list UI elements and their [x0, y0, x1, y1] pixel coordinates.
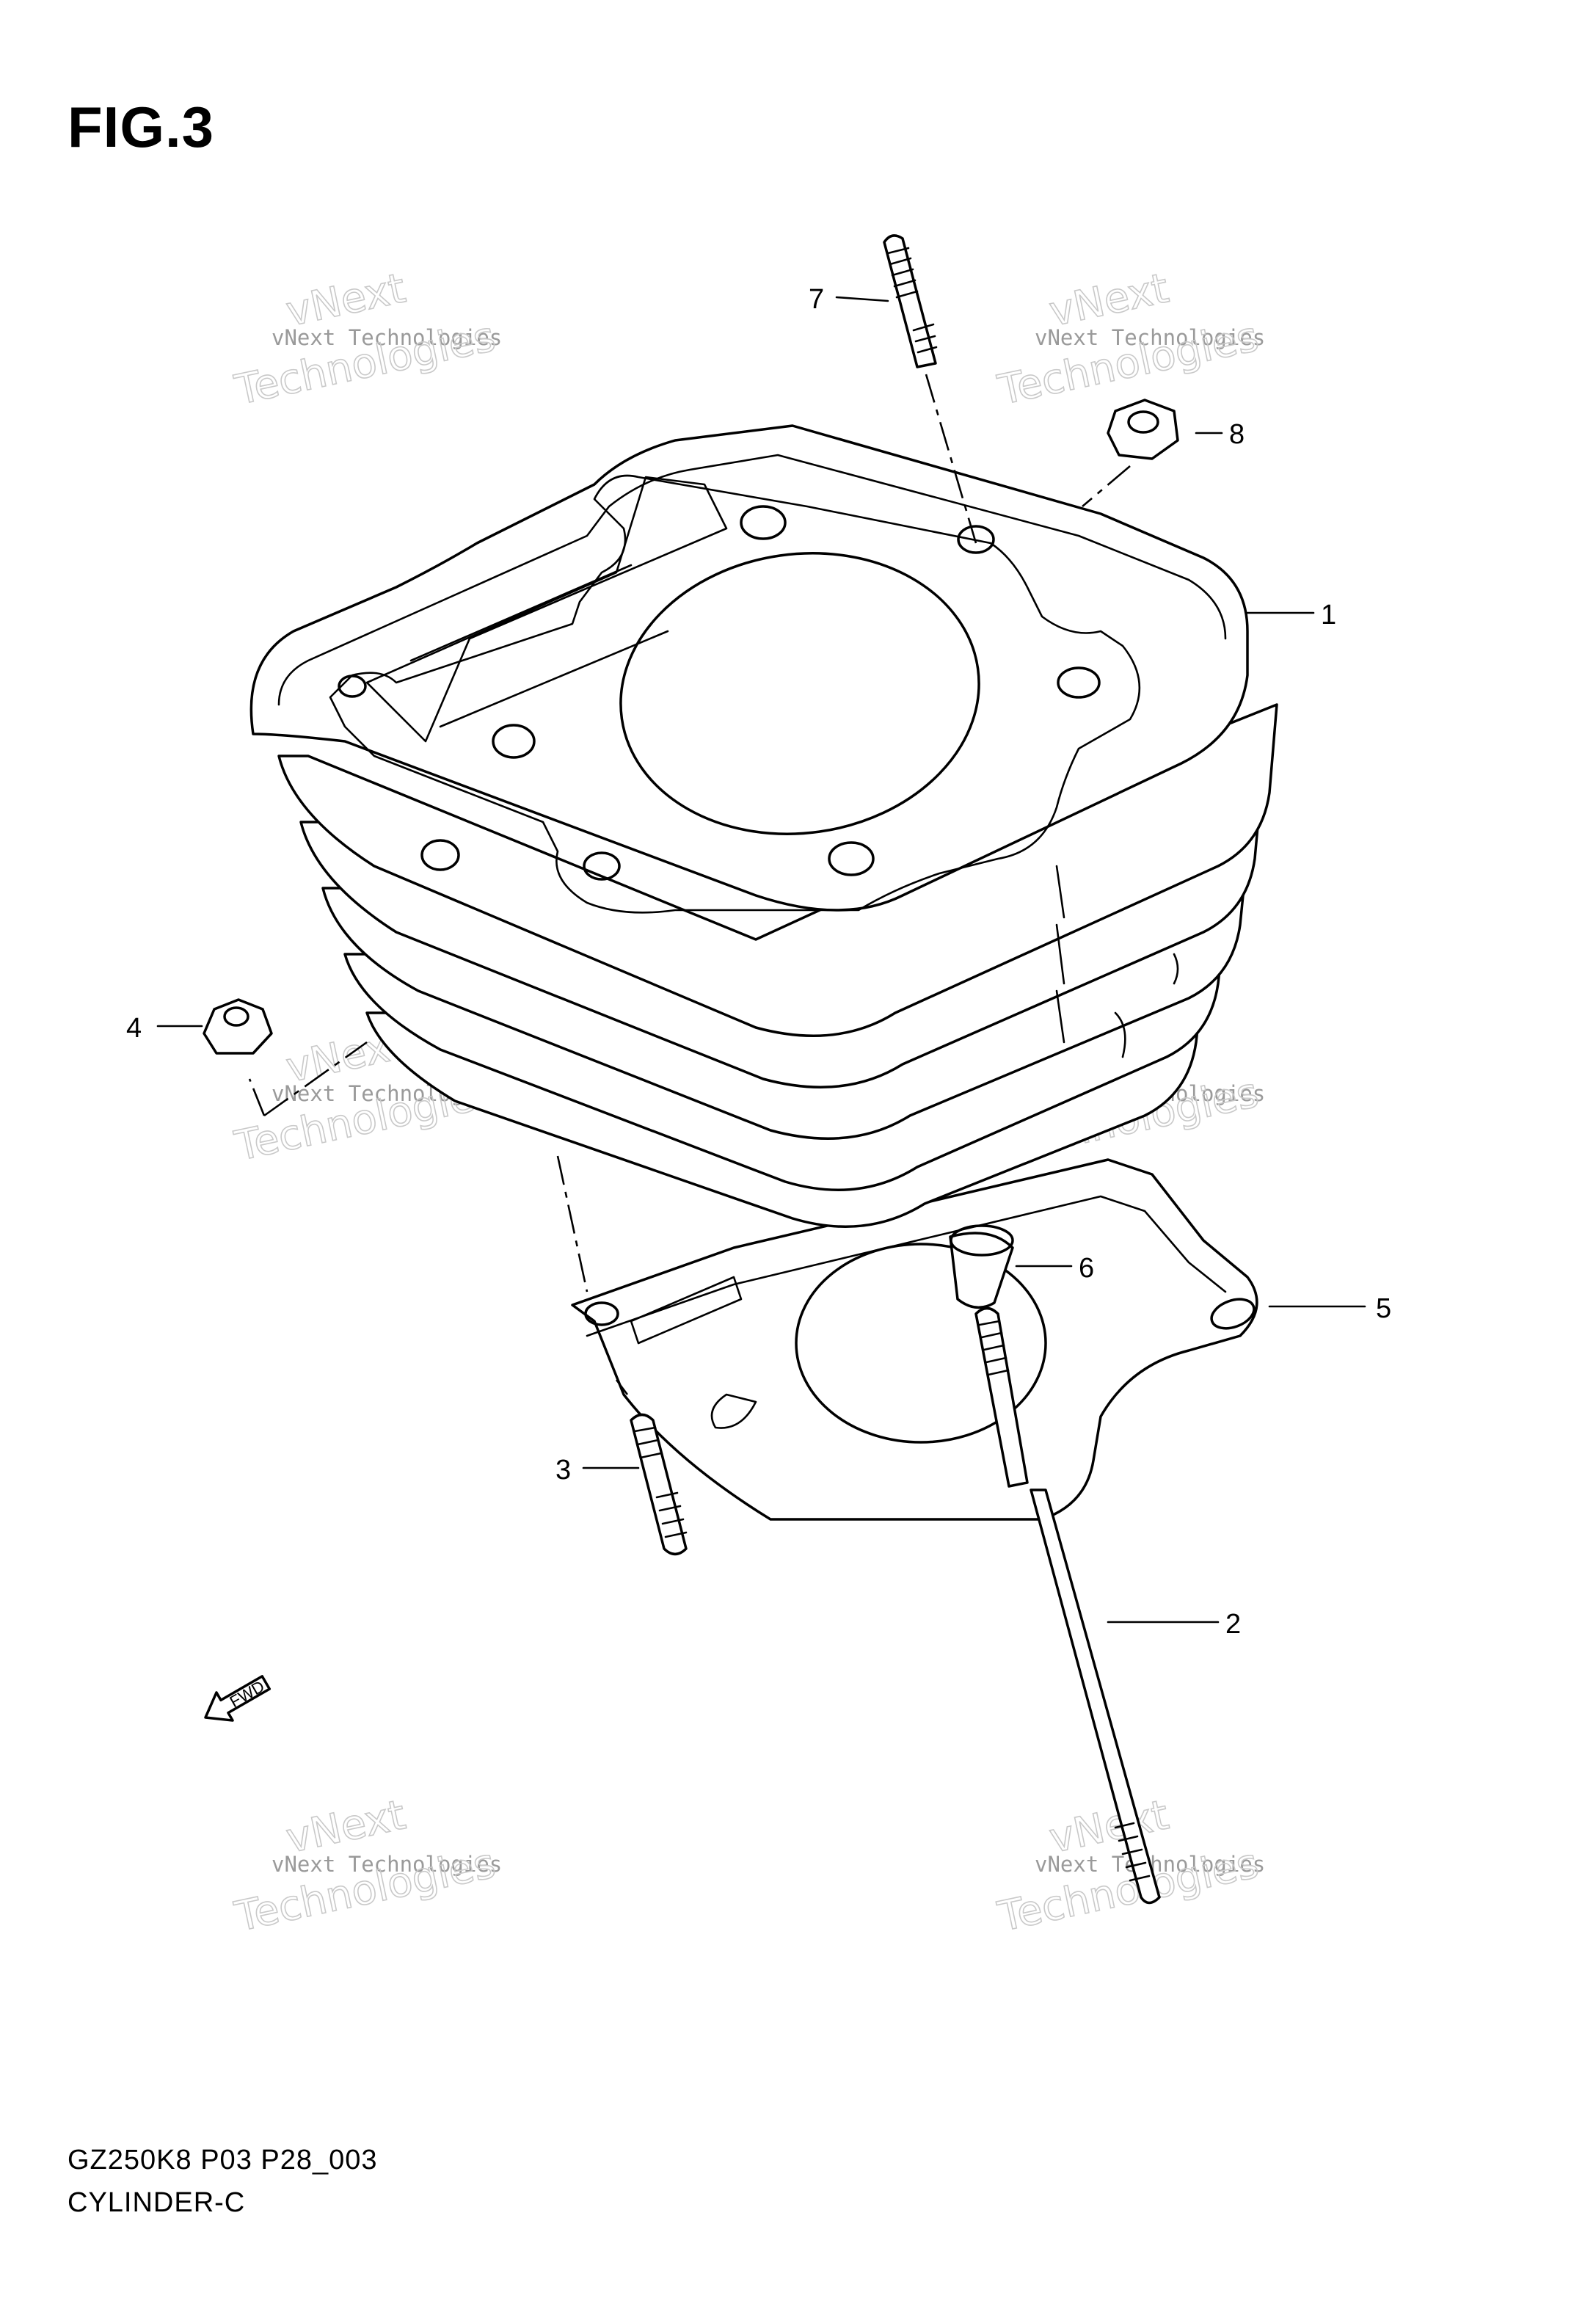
- watermark-top-right: vNext vNext Technologies Technologies: [993, 263, 1265, 415]
- stud-bolt-long-part: [974, 1306, 1161, 1905]
- callout-numbers: 7 8 1 4 6 5 3 2: [126, 284, 1391, 1640]
- base-gasket-part: [571, 1158, 1258, 1521]
- watermark-top-left: vNext vNext Technologies Technologies: [230, 263, 502, 415]
- stud-bolt-short-part: [556, 1155, 688, 1556]
- nut-left-part: [203, 998, 368, 1117]
- callout-7: 7: [809, 284, 824, 315]
- callout-5: 5: [1376, 1293, 1391, 1324]
- stud-bolt-upper-part: [883, 234, 977, 544]
- forward-direction-arrow-icon: FWD: [204, 1675, 272, 1722]
- callout-1: 1: [1321, 600, 1336, 630]
- callout-2: 2: [1225, 1609, 1241, 1640]
- diagram-name: CYLINDER-C: [68, 2187, 246, 2218]
- watermark-small-text: vNext Technologies: [272, 1852, 502, 1877]
- watermark-bottom-left: vNext vNext Technologies Technologies: [230, 1790, 502, 1941]
- callout-3: 3: [555, 1455, 571, 1486]
- watermark-small-text: vNext Technologies: [272, 325, 502, 350]
- callout-8: 8: [1229, 419, 1245, 450]
- diagram-code: GZ250K8 P03 P28_003: [68, 2145, 378, 2175]
- callout-4: 4: [126, 1013, 142, 1044]
- cylinder-block-part: [249, 424, 1278, 1228]
- watermark-small-text: vNext Technologies: [1035, 325, 1265, 350]
- nut-upper-part: [1082, 399, 1179, 507]
- callout-6: 6: [1079, 1253, 1094, 1284]
- figure-title: FIG.3: [68, 95, 215, 159]
- leader-lines: [156, 296, 1366, 1624]
- dowel-pin-part: [949, 1224, 1014, 1309]
